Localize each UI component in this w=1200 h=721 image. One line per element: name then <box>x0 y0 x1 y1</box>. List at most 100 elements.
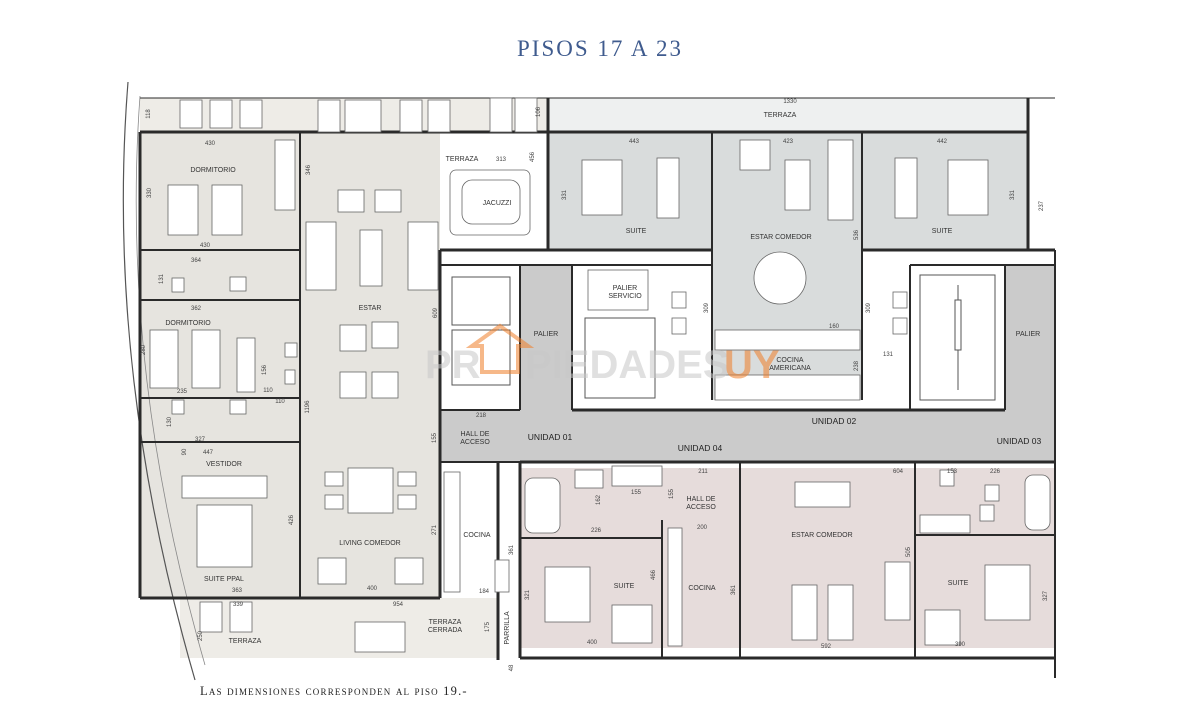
dim: 309 <box>704 302 710 313</box>
dim: 271 <box>432 524 438 535</box>
corridor-left-palier <box>520 265 572 410</box>
label-living-comedor: LIVING COMEDOR <box>339 540 400 547</box>
label-cocina-u4: COCINA <box>688 585 716 592</box>
dim: 184 <box>479 589 490 595</box>
label-dormitorio-2: DORMITORIO <box>165 320 211 327</box>
label-suite-u4-left: SUITE <box>614 583 635 590</box>
watermark-house-icon <box>465 323 535 374</box>
dim: 153 <box>947 469 958 475</box>
label-unidad-02: UNIDAD 02 <box>812 416 857 426</box>
dim: 237 <box>1039 200 1045 211</box>
dim: 250 <box>198 630 204 641</box>
dim: 321 <box>525 589 531 600</box>
label-palier-servicio-2: SERVICIO <box>608 293 642 300</box>
label-dormitorio-1: DORMITORIO <box>190 167 236 174</box>
label-hall-acceso-u4-1: HALL DE <box>687 496 716 503</box>
curved-facade <box>122 81 196 681</box>
dim: 361 <box>509 544 515 555</box>
watermark: PR PIEDADES UY <box>425 323 780 387</box>
curved-facade-inner <box>135 95 206 666</box>
dim: 200 <box>697 525 708 531</box>
label-cocina-americana-1: COCINA <box>776 357 804 364</box>
dim: 155 <box>432 432 438 443</box>
dim: 400 <box>587 640 598 646</box>
page-title: PISOS 17 A 23 <box>517 36 683 61</box>
furniture <box>149 97 1051 653</box>
corridor-horizontal <box>440 410 1055 462</box>
dim: 110 <box>275 399 285 405</box>
label-estar-comedor-u2: ESTAR COMEDOR <box>750 234 811 241</box>
walls <box>138 97 1056 678</box>
label-vestidor: VESTIDOR <box>206 461 242 468</box>
watermark-text-1: PR <box>425 343 481 387</box>
dim: 131 <box>883 352 894 358</box>
dim: 90 <box>182 448 188 455</box>
dim: 361 <box>731 584 737 595</box>
label-terraza-bottom: TERRAZA <box>229 638 262 645</box>
dim: 226 <box>591 528 602 534</box>
dim: 106 <box>536 106 542 117</box>
dim: 313 <box>496 157 507 163</box>
label-cocina-u1: COCINA <box>463 532 491 539</box>
footnote: Las dimensiones corresponden al piso 19.… <box>200 684 468 698</box>
watermark-text-3: UY <box>724 343 780 387</box>
label-terraza-top: TERRAZA <box>764 112 797 119</box>
elevators <box>451 274 996 401</box>
dim: 160 <box>829 324 840 330</box>
dim: 604 <box>893 469 904 475</box>
dim: 447 <box>203 450 214 456</box>
dim: 390 <box>955 642 966 648</box>
dim: 327 <box>195 437 206 443</box>
label-hall-acceso-u1-2: ACCESO <box>460 439 490 446</box>
watermark-text-2: PIEDADES <box>525 343 730 387</box>
dim: 110 <box>263 388 273 394</box>
dim: 592 <box>821 644 832 650</box>
label-estar-comedor-u4: ESTAR COMEDOR <box>791 532 852 539</box>
dim: 456 <box>530 151 536 162</box>
dim: 339 <box>233 602 244 608</box>
dim: 130 <box>167 416 173 427</box>
dim: 1330 <box>783 99 797 105</box>
dim: 466 <box>651 569 657 580</box>
label-unidad-04: UNIDAD 04 <box>678 443 723 453</box>
label-hall-acceso-u1-1: HALL DE <box>461 431 490 438</box>
label-hall-acceso-u4-2: ACCESO <box>686 504 716 511</box>
dim: 218 <box>476 413 487 419</box>
dim: 226 <box>990 469 1001 475</box>
label-suite-u4-right: SUITE <box>948 580 969 587</box>
dim: 175 <box>485 621 491 632</box>
dim: 155 <box>669 488 675 499</box>
dim: 48 <box>509 664 515 671</box>
label-palier-servicio-1: PALIER <box>613 285 637 292</box>
dim: 346 <box>306 164 312 175</box>
dim: 331 <box>1010 189 1016 200</box>
label-parrilla: PARRILLA <box>504 611 511 645</box>
dim: 426 <box>289 514 295 525</box>
dim: 131 <box>159 273 165 284</box>
label-suite-ppal: SUITE PPAL <box>204 576 244 583</box>
dim: 423 <box>783 139 794 145</box>
dim: 442 <box>937 139 948 145</box>
dim: 505 <box>906 546 912 557</box>
dim: 331 <box>562 189 568 200</box>
label-terraza-313: TERRAZA <box>446 156 479 163</box>
dim: 536 <box>854 229 860 240</box>
dim: 235 <box>177 389 188 395</box>
dim: 362 <box>191 306 202 312</box>
dim: 280 <box>141 344 147 355</box>
label-unidad-03: UNIDAD 03 <box>997 436 1042 446</box>
label-palier-right: PALIER <box>1016 331 1040 338</box>
dim: 430 <box>200 243 211 249</box>
dim: 327 <box>1043 590 1049 601</box>
label-terraza-cerrada-2: CERRADA <box>428 627 463 634</box>
dim: 238 <box>854 360 860 371</box>
dim: 211 <box>698 469 708 475</box>
dim: 1196 <box>305 400 311 414</box>
dim: 162 <box>596 494 602 505</box>
dim: 363 <box>232 588 243 594</box>
label-jacuzzi: JACUZZI <box>483 200 512 207</box>
dim: 156 <box>262 364 268 375</box>
corridor-right-palier <box>1005 265 1055 410</box>
label-estar: ESTAR <box>359 305 382 312</box>
